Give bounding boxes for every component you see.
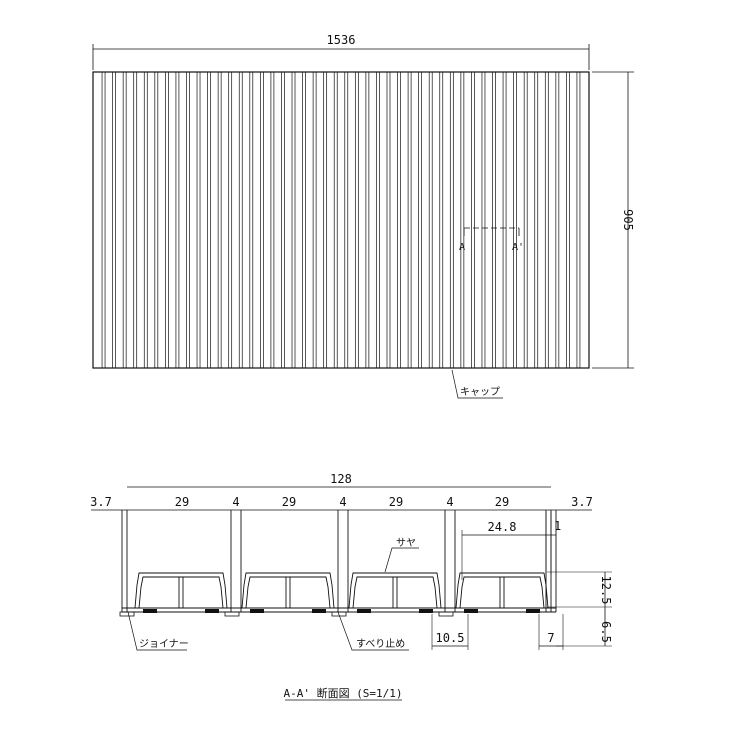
gap-width-label-1: 4: [232, 495, 239, 509]
chamber-inner-outline: [352, 576, 438, 609]
height-upper-label: 12.5: [599, 576, 613, 605]
sleeve-leader-line: [384, 547, 419, 573]
panel-width-label-4: 29: [495, 495, 509, 509]
antislip-foot: [205, 609, 219, 613]
antislip-leader-line: [337, 611, 409, 651]
panel-width-label-2: 29: [282, 495, 296, 509]
chamber-outline: [241, 572, 335, 609]
chamber-outline: [455, 572, 549, 609]
gap-width-label-2: 4: [339, 495, 346, 509]
antislip-foot: [419, 609, 433, 613]
edge-left-label: 3.7: [90, 495, 112, 509]
wall-width-label: 1: [554, 519, 561, 533]
plan-width-label: 1536: [327, 33, 356, 47]
bottom-width-left-label: 10.5: [436, 631, 465, 645]
edge-right-label: 3.7: [571, 495, 593, 509]
joiner-piece: [438, 611, 454, 617]
section-mark-right: A': [512, 242, 524, 253]
antislip-label: すべり止め: [356, 638, 405, 650]
chamber-inner-outline: [245, 576, 331, 609]
section-view: 128 3.7 3.7 29 29 29 29 4 4 4 24.8 1 12.…: [90, 472, 613, 701]
overall-width-label: 128: [330, 472, 352, 486]
joiner-piece: [331, 611, 347, 617]
bottom-width-right-label: 7: [547, 631, 554, 645]
chamber-outline: [134, 572, 228, 609]
antislip-foot: [312, 609, 326, 613]
height-lower-label: 6.5: [599, 621, 613, 643]
antislip-foot: [143, 609, 157, 613]
section-mark-left: A: [459, 242, 465, 253]
inner-width-label: 24.8: [488, 520, 517, 534]
joiner-leader-line: [127, 611, 187, 651]
antislip-foot: [526, 609, 540, 613]
panel-width-label-1: 29: [175, 495, 189, 509]
plan-height-label: 905: [621, 209, 635, 231]
joiner-label: ジョイナー: [139, 638, 189, 650]
antislip-foot: [464, 609, 478, 613]
plan-view: 1536 905 A A' キャップ: [92, 33, 635, 399]
cover-panel-outline: [92, 71, 590, 369]
sleeve-label: サヤ: [396, 537, 416, 549]
antislip-foot: [250, 609, 264, 613]
cap-label: キャップ: [460, 386, 500, 398]
cover-slat-lines: [101, 72, 581, 368]
cap-leader-line: [451, 369, 503, 399]
joiner-piece: [119, 611, 135, 617]
section-profile: [119, 510, 557, 617]
chamber-inner-outline: [138, 576, 224, 609]
chamber-inner-outline: [459, 576, 545, 609]
gap-width-label-3: 4: [446, 495, 453, 509]
chamber-outline: [348, 572, 442, 609]
panel-width-label-3: 29: [389, 495, 403, 509]
section-caption: A-A' 断面図 (S=1/1): [283, 686, 402, 700]
joiner-piece: [224, 611, 240, 617]
antislip-foot: [357, 609, 371, 613]
